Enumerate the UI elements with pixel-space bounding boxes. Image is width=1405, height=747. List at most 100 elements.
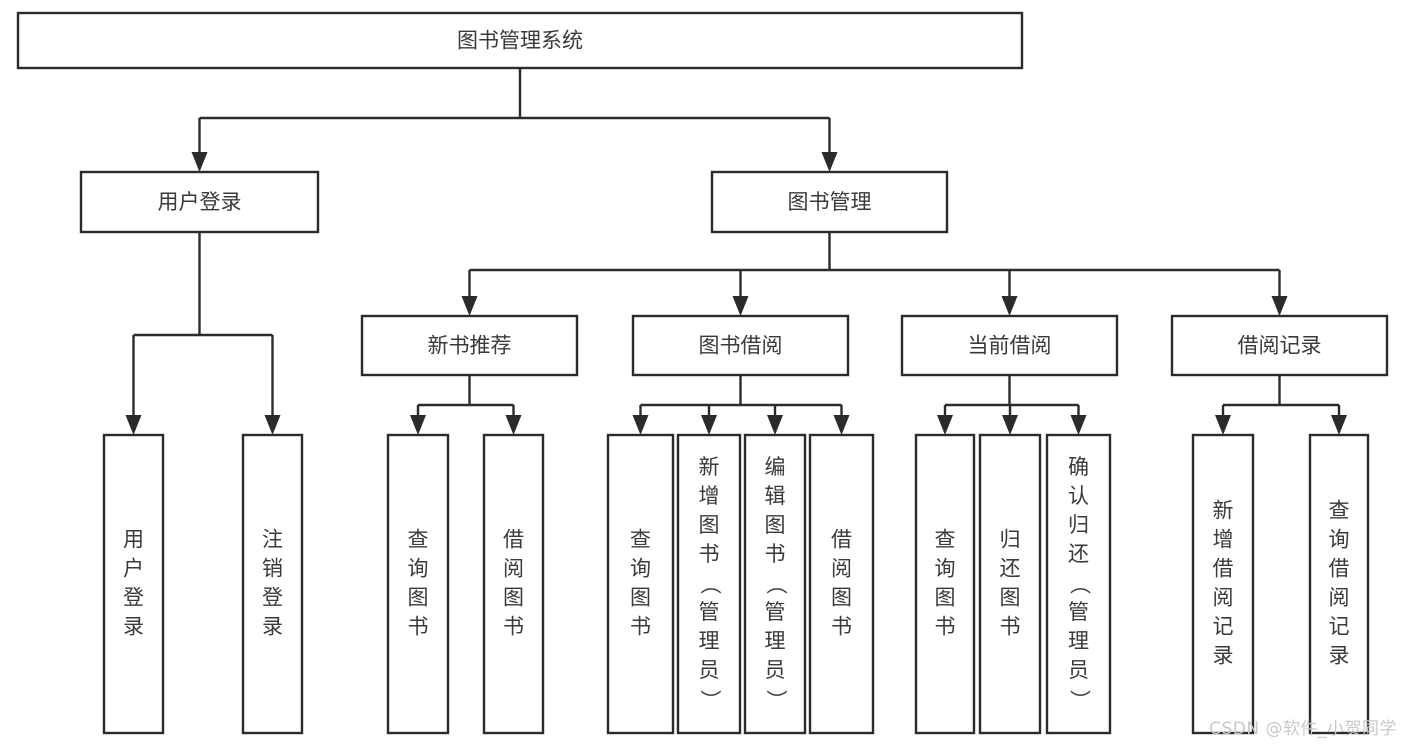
- node-root[interactable]: 图书管理系统: [16, 11, 1024, 70]
- node-book-manage-label: 图书管理: [788, 190, 872, 214]
- svg-text:（: （: [698, 574, 722, 595]
- node-leaf-user-login[interactable]: 用户登录: [102, 433, 165, 735]
- node-book-borrow-label: 图书借阅: [699, 334, 783, 358]
- node-borrow-record-box: [1170, 314, 1389, 377]
- arrow-icon: [264, 415, 281, 435]
- arrow-icon: [1070, 415, 1087, 435]
- svg-text:归: 归: [1068, 513, 1089, 537]
- svg-text:记: 记: [1213, 615, 1234, 639]
- svg-text:录: 录: [123, 615, 144, 639]
- svg-text:管: 管: [699, 600, 720, 624]
- arrow-icon: [767, 415, 783, 435]
- arrow-icon: [505, 415, 522, 435]
- arrow-icon: [821, 152, 838, 172]
- svg-text:）: ）: [1068, 690, 1092, 711]
- svg-text:（: （: [1068, 574, 1092, 595]
- node-leaf-add-record-box: [1191, 433, 1255, 735]
- svg-text:新: 新: [1213, 499, 1234, 523]
- svg-text:询: 询: [630, 557, 651, 581]
- svg-text:图: 图: [630, 586, 651, 610]
- svg-text:新: 新: [699, 455, 720, 479]
- svg-text:录: 录: [262, 615, 283, 639]
- node-current-borrow[interactable]: 当前借阅: [900, 314, 1119, 377]
- node-leaf-query-record-box: [1308, 433, 1370, 735]
- node-leaf-query-book-1-box: [386, 433, 450, 735]
- svg-text:）: ）: [764, 690, 788, 711]
- svg-text:注: 注: [262, 528, 283, 552]
- svg-text:图: 图: [935, 586, 956, 610]
- arrow-icon: [701, 415, 717, 435]
- node-new-book-recommend-box: [360, 314, 579, 377]
- svg-text:借: 借: [1329, 557, 1350, 581]
- svg-text:书: 书: [699, 542, 720, 566]
- svg-text:辑: 辑: [765, 484, 786, 508]
- arrow-icon: [461, 296, 478, 316]
- svg-text:查: 查: [1329, 499, 1350, 523]
- svg-text:登: 登: [262, 586, 283, 610]
- nodes-layer: 图书管理系统用户登录图书管理新书推荐图书借阅当前借阅借阅记录用户登录注销登录查询…: [16, 11, 1389, 735]
- node-book-manage[interactable]: 图书管理: [710, 170, 949, 234]
- arrow-icon: [632, 415, 649, 435]
- arrow-icon: [410, 415, 426, 435]
- svg-text:图: 图: [1000, 586, 1021, 610]
- edge-group-current-borrow: [937, 375, 1087, 435]
- arrow-icon: [1001, 296, 1018, 316]
- svg-text:销: 销: [262, 557, 283, 581]
- svg-text:借: 借: [503, 528, 524, 552]
- node-leaf-query-book-3-box: [914, 433, 976, 735]
- arrow-icon: [833, 415, 850, 435]
- svg-text:书: 书: [630, 615, 651, 639]
- svg-text:录: 录: [1329, 644, 1350, 668]
- node-new-book-recommend[interactable]: 新书推荐: [360, 314, 579, 377]
- svg-text:员: 员: [765, 658, 786, 682]
- svg-text:认: 认: [1068, 484, 1089, 508]
- svg-text:查: 查: [630, 528, 651, 552]
- node-leaf-add-book-box: [676, 433, 742, 735]
- edge-group-new-book-recommend: [410, 375, 522, 435]
- svg-text:图: 图: [699, 513, 720, 537]
- node-leaf-user-login-box: [102, 433, 165, 735]
- node-leaf-borrow-book-1-box: [482, 433, 545, 735]
- svg-text:还: 还: [1000, 557, 1021, 581]
- svg-text:书: 书: [503, 615, 524, 639]
- node-book-borrow-box: [631, 314, 850, 377]
- node-user-login[interactable]: 用户登录: [79, 170, 320, 234]
- node-book-borrow[interactable]: 图书借阅: [631, 314, 850, 377]
- svg-text:确: 确: [1068, 455, 1089, 479]
- svg-text:）: ）: [698, 690, 722, 711]
- node-leaf-edit-book-box: [743, 433, 807, 735]
- svg-text:还: 还: [1068, 542, 1089, 566]
- svg-text:借: 借: [831, 528, 852, 552]
- edge-group-book-manage: [461, 232, 1288, 316]
- svg-text:书: 书: [831, 615, 852, 639]
- node-current-borrow-label: 当前借阅: [968, 334, 1052, 358]
- node-borrow-record[interactable]: 借阅记录: [1170, 314, 1389, 377]
- node-leaf-query-book-2-box: [606, 433, 675, 735]
- edge-group-borrow-record: [1215, 375, 1347, 435]
- node-current-borrow-box: [900, 314, 1119, 377]
- svg-text:查: 查: [935, 528, 956, 552]
- svg-text:归: 归: [1000, 528, 1021, 552]
- arrow-icon: [1331, 415, 1347, 435]
- svg-text:理: 理: [1068, 629, 1089, 653]
- svg-text:图: 图: [831, 586, 852, 610]
